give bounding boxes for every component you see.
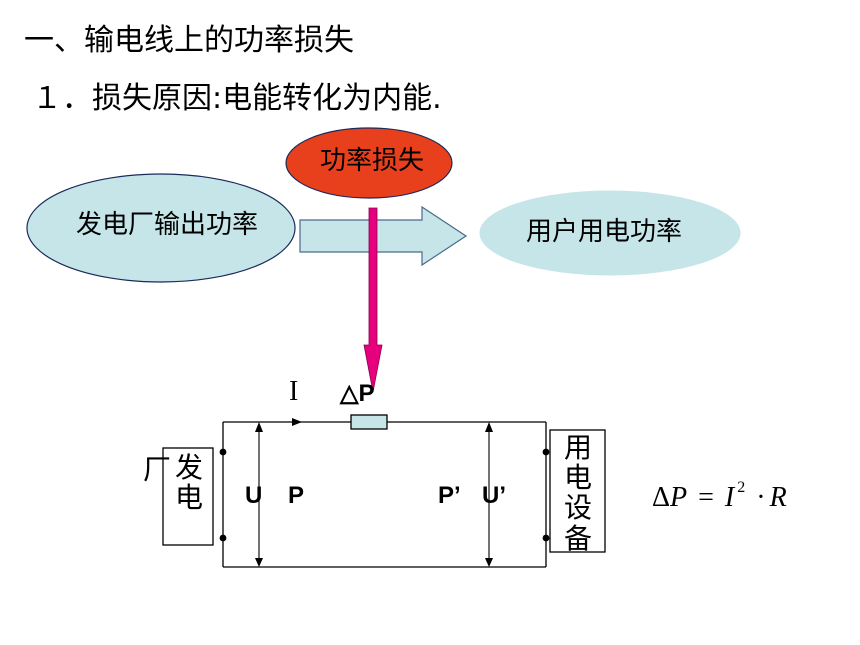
source-label: 发电厂输出功率 <box>76 210 259 240</box>
circuit-wires <box>222 421 547 568</box>
source-ellipse <box>26 173 296 283</box>
plant-label: 发 电 <box>174 451 203 515</box>
terminal-dot <box>542 534 550 542</box>
current-arrow-head <box>292 418 302 426</box>
load-label: 用 电 设 备 <box>563 431 592 555</box>
terminal-dot <box>219 534 227 542</box>
user-ellipse <box>479 190 741 276</box>
voltage-out-label: U’ <box>482 482 506 509</box>
current-label: I <box>289 376 299 407</box>
plant-prefix: 厂 <box>143 453 172 486</box>
voltage-in-label: U <box>245 482 263 509</box>
line-resistor <box>350 414 388 430</box>
point-1-text: １．损失原因:电能转化为内能. <box>32 81 442 116</box>
plant-box <box>162 447 214 546</box>
loss-label: 功率损失 <box>320 146 425 176</box>
user-label: 用户用电功率 <box>526 217 683 247</box>
loss-ellipse <box>285 127 453 199</box>
section-title: 一、输电线上的功率损失 <box>24 23 354 58</box>
terminal-dot <box>219 448 227 456</box>
load-box <box>549 429 606 553</box>
flow-arrow <box>299 205 468 267</box>
loss-delta-label: △P <box>340 380 375 407</box>
power-out-label: P’ <box>438 482 461 509</box>
loss-arrow <box>363 207 383 393</box>
power-in-label: P <box>288 482 305 509</box>
terminal-dot <box>542 448 550 456</box>
